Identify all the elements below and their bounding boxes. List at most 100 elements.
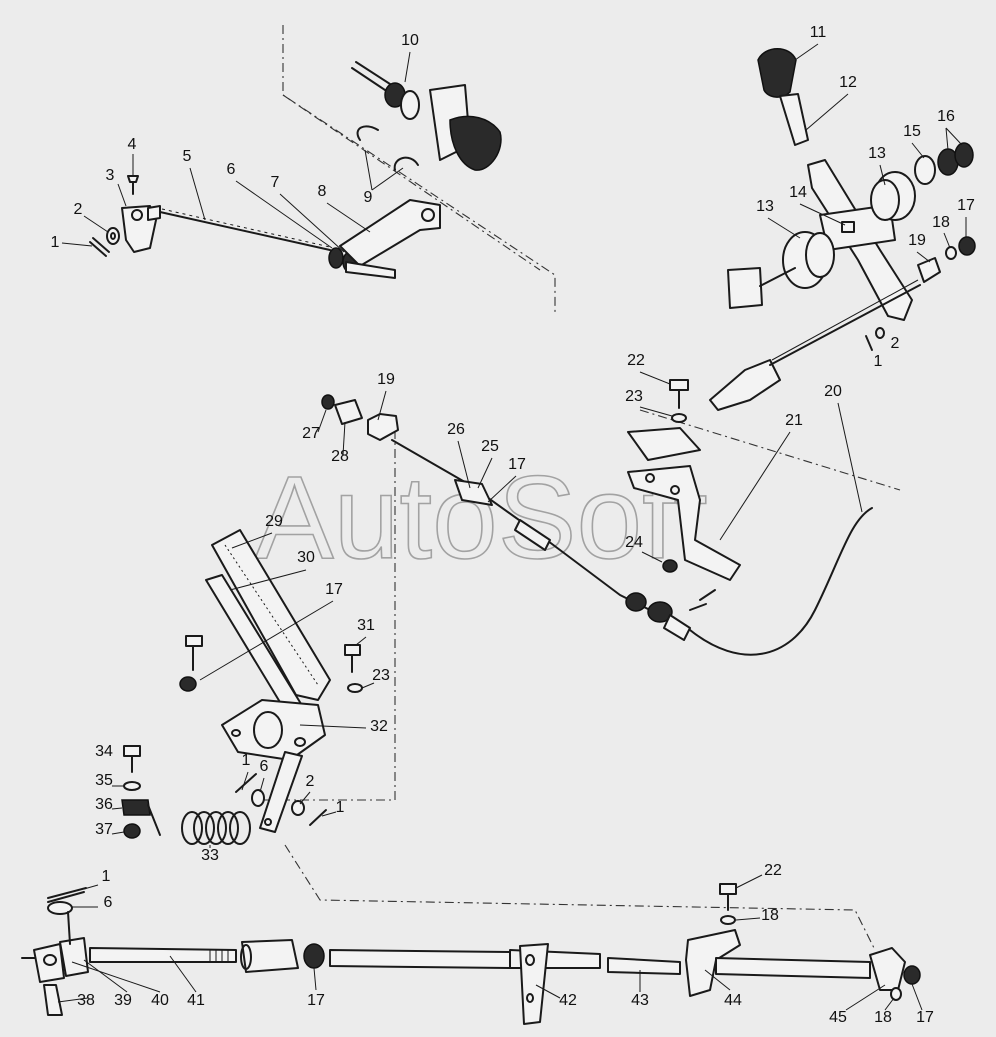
- part-17-bolt-nut: [179, 635, 203, 692]
- callout-number: 17: [307, 992, 325, 1009]
- callout-number: 24: [625, 534, 643, 551]
- part-43-shaft: [607, 957, 681, 975]
- callout-number: 9: [364, 189, 373, 206]
- part-12-lever-shaft: [779, 93, 809, 146]
- part-20-cable: [689, 507, 873, 656]
- callout-number: 21: [785, 412, 803, 429]
- callout-number: 29: [265, 513, 283, 530]
- callout-number: 3: [106, 167, 115, 184]
- callout-number: 33: [201, 847, 219, 864]
- callout-number: 22: [627, 352, 645, 369]
- callout-number: 13: [868, 145, 886, 162]
- assembly-boundaries: [260, 25, 901, 951]
- part-4-screw: [127, 175, 139, 195]
- part-27-28-19-ball-joint: [321, 394, 399, 441]
- callout-number: 19: [377, 371, 395, 388]
- part-38-bolt: [43, 984, 63, 1016]
- callout-number: 1: [102, 868, 111, 885]
- callout-number: 6: [227, 161, 236, 178]
- part-5-rod: [159, 208, 331, 251]
- part-8-bracket: [339, 199, 441, 279]
- part-coupling-nut: [240, 939, 299, 973]
- callout-number: 11: [810, 24, 827, 41]
- callout-number: 36: [95, 796, 113, 813]
- callout-number: 22: [764, 862, 782, 879]
- part-13-bolt-head: [727, 267, 796, 309]
- part-22-18-bolt-washer: [719, 883, 737, 925]
- callout-number: 2: [891, 335, 900, 352]
- callout-number: 17: [957, 197, 975, 214]
- part-17-bottom-nut: [303, 943, 325, 969]
- callout-number: 15: [903, 123, 921, 140]
- part-23-washer: [671, 413, 687, 423]
- callout-number: 32: [370, 718, 388, 735]
- callout-number: 20: [824, 383, 842, 400]
- callout-number: 40: [151, 992, 169, 1009]
- part-26-inner-cable: [391, 439, 691, 641]
- callout-number: 45: [829, 1009, 847, 1026]
- callout-number: 35: [95, 772, 113, 789]
- callout-number: 18: [874, 1009, 892, 1026]
- callout-number: 41: [187, 992, 205, 1009]
- callout-number: 31: [357, 617, 375, 634]
- callout-number: 23: [625, 388, 643, 405]
- part-35-washer: [123, 781, 141, 791]
- part-16-nuts: [937, 142, 974, 176]
- part-36-clip: [121, 799, 161, 836]
- part-15-washer: [914, 155, 936, 185]
- part-29-pedal: [211, 529, 331, 701]
- callout-number: 6: [260, 758, 269, 775]
- part-9-clips: [356, 125, 419, 171]
- callout-number: 18: [761, 907, 779, 924]
- callout-number: 2: [74, 201, 83, 218]
- callout-number: 10: [401, 32, 419, 49]
- callout-number: 2: [306, 773, 315, 790]
- part-39-40-clevis: [21, 911, 89, 983]
- callout-number: 8: [318, 183, 327, 200]
- part-19-cable-end: [709, 279, 921, 411]
- callout-number: 26: [447, 421, 465, 438]
- callout-number: 1: [51, 234, 60, 251]
- callout-number: 19: [908, 232, 926, 249]
- callout-number: 1: [242, 752, 251, 769]
- part-41-threaded-rod: [89, 947, 237, 963]
- callout-number: 13: [756, 198, 774, 215]
- callout-number: 7: [271, 174, 280, 191]
- callout-number: 17: [325, 581, 343, 598]
- callout-number: 39: [114, 992, 132, 1009]
- part-1-6-bottom: [47, 887, 87, 915]
- part-44-bracket: [685, 929, 871, 997]
- part-21-bracket: [627, 427, 741, 611]
- part-3-clevis: [121, 205, 161, 253]
- callout-number: 28: [331, 448, 349, 465]
- part-1-cotter-pin: [89, 237, 110, 257]
- callout-number: 27: [302, 425, 320, 442]
- callout-number: 17: [508, 456, 526, 473]
- callout-number: 38: [77, 992, 95, 1009]
- callout-number: 14: [789, 184, 807, 201]
- part-33-spring: [181, 811, 251, 845]
- part-34-bolt: [123, 745, 141, 773]
- callout-number: 25: [481, 438, 499, 455]
- callout-number: 34: [95, 743, 113, 760]
- callout-number: 30: [297, 549, 315, 566]
- callout-number: 23: [372, 667, 390, 684]
- part-31-bolt: [344, 644, 361, 673]
- callout-number: 1: [874, 353, 883, 370]
- callout-number: 5: [183, 148, 192, 165]
- callout-leader-lines: [57, 43, 967, 1011]
- callout-number: 42: [559, 992, 577, 1009]
- part-45-17-18-end-fittings: [869, 947, 921, 1001]
- part-23-washer-b: [347, 683, 363, 693]
- callout-number: 16: [937, 108, 955, 125]
- callout-number: 44: [724, 992, 742, 1009]
- part-32-pedal-bracket: [221, 699, 326, 833]
- part-1-6-2-pins: [235, 773, 327, 826]
- part-17-18-19-pin-nut: [917, 236, 976, 283]
- callout-number: 6: [104, 894, 113, 911]
- part-2-washer: [106, 227, 120, 245]
- callout-number: 37: [95, 821, 113, 838]
- part-22-bolt: [669, 379, 689, 409]
